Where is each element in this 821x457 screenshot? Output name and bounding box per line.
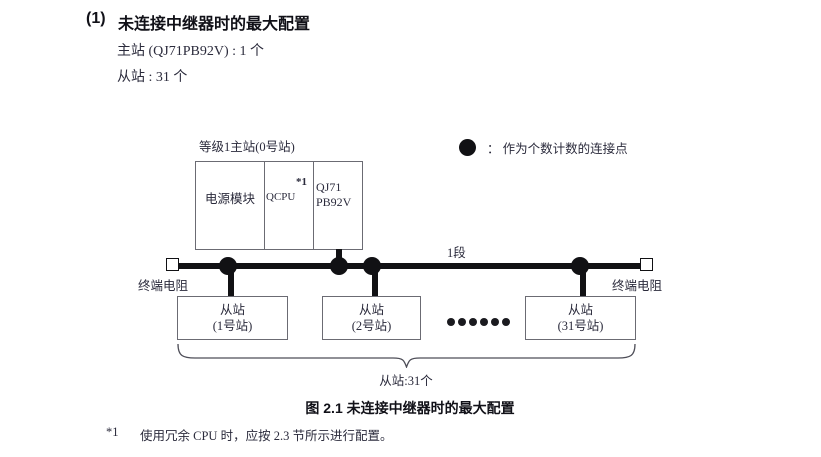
segment-label: 1段 [447,246,466,260]
power-module-label: 电源模块 [204,192,255,206]
ellipsis-dot [458,318,466,326]
legend-label: ： 作为个数计数的连接点 [487,142,628,156]
ellipsis-dot [502,318,510,326]
slave-group-label: 从站:31个 [379,374,433,388]
slave-label-line1: 从站 [358,303,384,317]
slave-label-line1: 从站 [567,303,593,317]
ellipsis-dots [447,313,515,326]
slave-count-line: 从站 : 31 个 [117,70,188,85]
terminator-left-icon [166,258,179,271]
terminator-right-label: 终端电阻 [612,279,663,293]
master-station-title: 等级1主站(0号站) [199,140,295,154]
qj71pb92v-module-label: QJ71 PB92V [316,180,351,210]
connection-point-icon [330,257,348,275]
slave-label-line2: (31号站) [557,319,604,333]
master-count-line: 主站 (QJ71PB92V) : 1 个 [117,44,265,59]
ellipsis-dot [447,318,455,326]
footnote-marker: *1 [106,425,119,439]
slave-drop-line [580,266,586,298]
section-number: (1) [86,10,106,27]
ellipsis-dot [491,318,499,326]
footnote-marker-1: *1 [296,176,307,188]
page-title: 未连接中继器时的最大配置 [118,16,311,33]
slave-label-line2: (2号站) [351,319,392,333]
terminator-left-label: 终端电阻 [138,279,189,293]
ellipsis-dot [469,318,477,326]
slave-station-box: 从站 (31号站) [525,296,636,340]
rack-divider-1 [264,161,266,250]
slave-station-box: 从站 (2号站) [322,296,421,340]
slave-group-bracket [177,344,636,368]
ellipsis-dot [480,318,488,326]
slave-label-line1: 从站 [219,303,245,317]
footnote-text: 使用冗余 CPU 时，应按 2.3 节所示进行配置。 [140,429,393,443]
qj71pb92v-line2: PB92V [316,195,352,209]
rack-divider-2 [313,161,315,250]
figure-caption: 图 2.1 未连接中继器时的最大配置 [305,400,515,416]
qcpu-module-label: QCPU [266,191,296,203]
filled-circle-icon [459,139,476,156]
terminator-right-icon [640,258,653,271]
slave-drop-line [228,266,234,298]
master-rack [195,161,363,250]
bus-trunk-line [172,263,648,269]
qj71pb92v-line1: QJ71 [316,180,342,194]
slave-drop-line [372,266,378,298]
slave-label-line2: (1号站) [212,319,253,333]
slave-station-box: 从站 (1号站) [177,296,288,340]
